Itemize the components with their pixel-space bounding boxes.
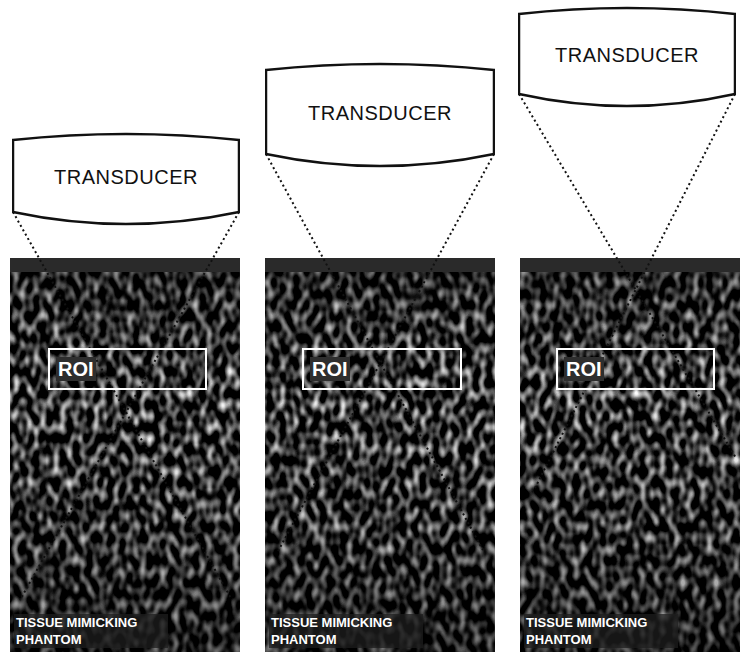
roi-label: ROI — [564, 357, 604, 381]
transducer-probe: TRANSDUCER — [12, 132, 240, 226]
roi-box: ROI — [556, 348, 715, 390]
phantom-image — [520, 258, 740, 652]
tissue-phantom-panel: TISSUE MIMICKING PHANTOM ROI — [265, 258, 495, 652]
phantom-image — [265, 258, 495, 652]
roi-box: ROI — [48, 348, 207, 390]
panel-label: TISSUE MIMICKING PHANTOM — [14, 614, 168, 648]
roi-label: ROI — [310, 357, 350, 381]
transducer-probe: TRANSDUCER — [265, 62, 495, 168]
beam-line — [13, 94, 736, 600]
panel-label: TISSUE MIMICKING PHANTOM — [524, 614, 678, 648]
transducer-label: TRANSDUCER — [54, 166, 198, 189]
transducer-label: TRANSDUCER — [555, 44, 699, 67]
panel-label: TISSUE MIMICKING PHANTOM — [269, 614, 423, 648]
phantom-image — [10, 258, 240, 652]
tissue-phantom-panel: TISSUE MIMICKING PHANTOM ROI — [520, 258, 740, 652]
roi-box: ROI — [302, 348, 462, 390]
transducer-probe: TRANSDUCER — [518, 6, 736, 108]
tissue-phantom-panel: TISSUE MIMICKING PHANTOM ROI — [10, 258, 240, 652]
roi-label: ROI — [56, 357, 96, 381]
transducer-label: TRANSDUCER — [308, 102, 452, 125]
